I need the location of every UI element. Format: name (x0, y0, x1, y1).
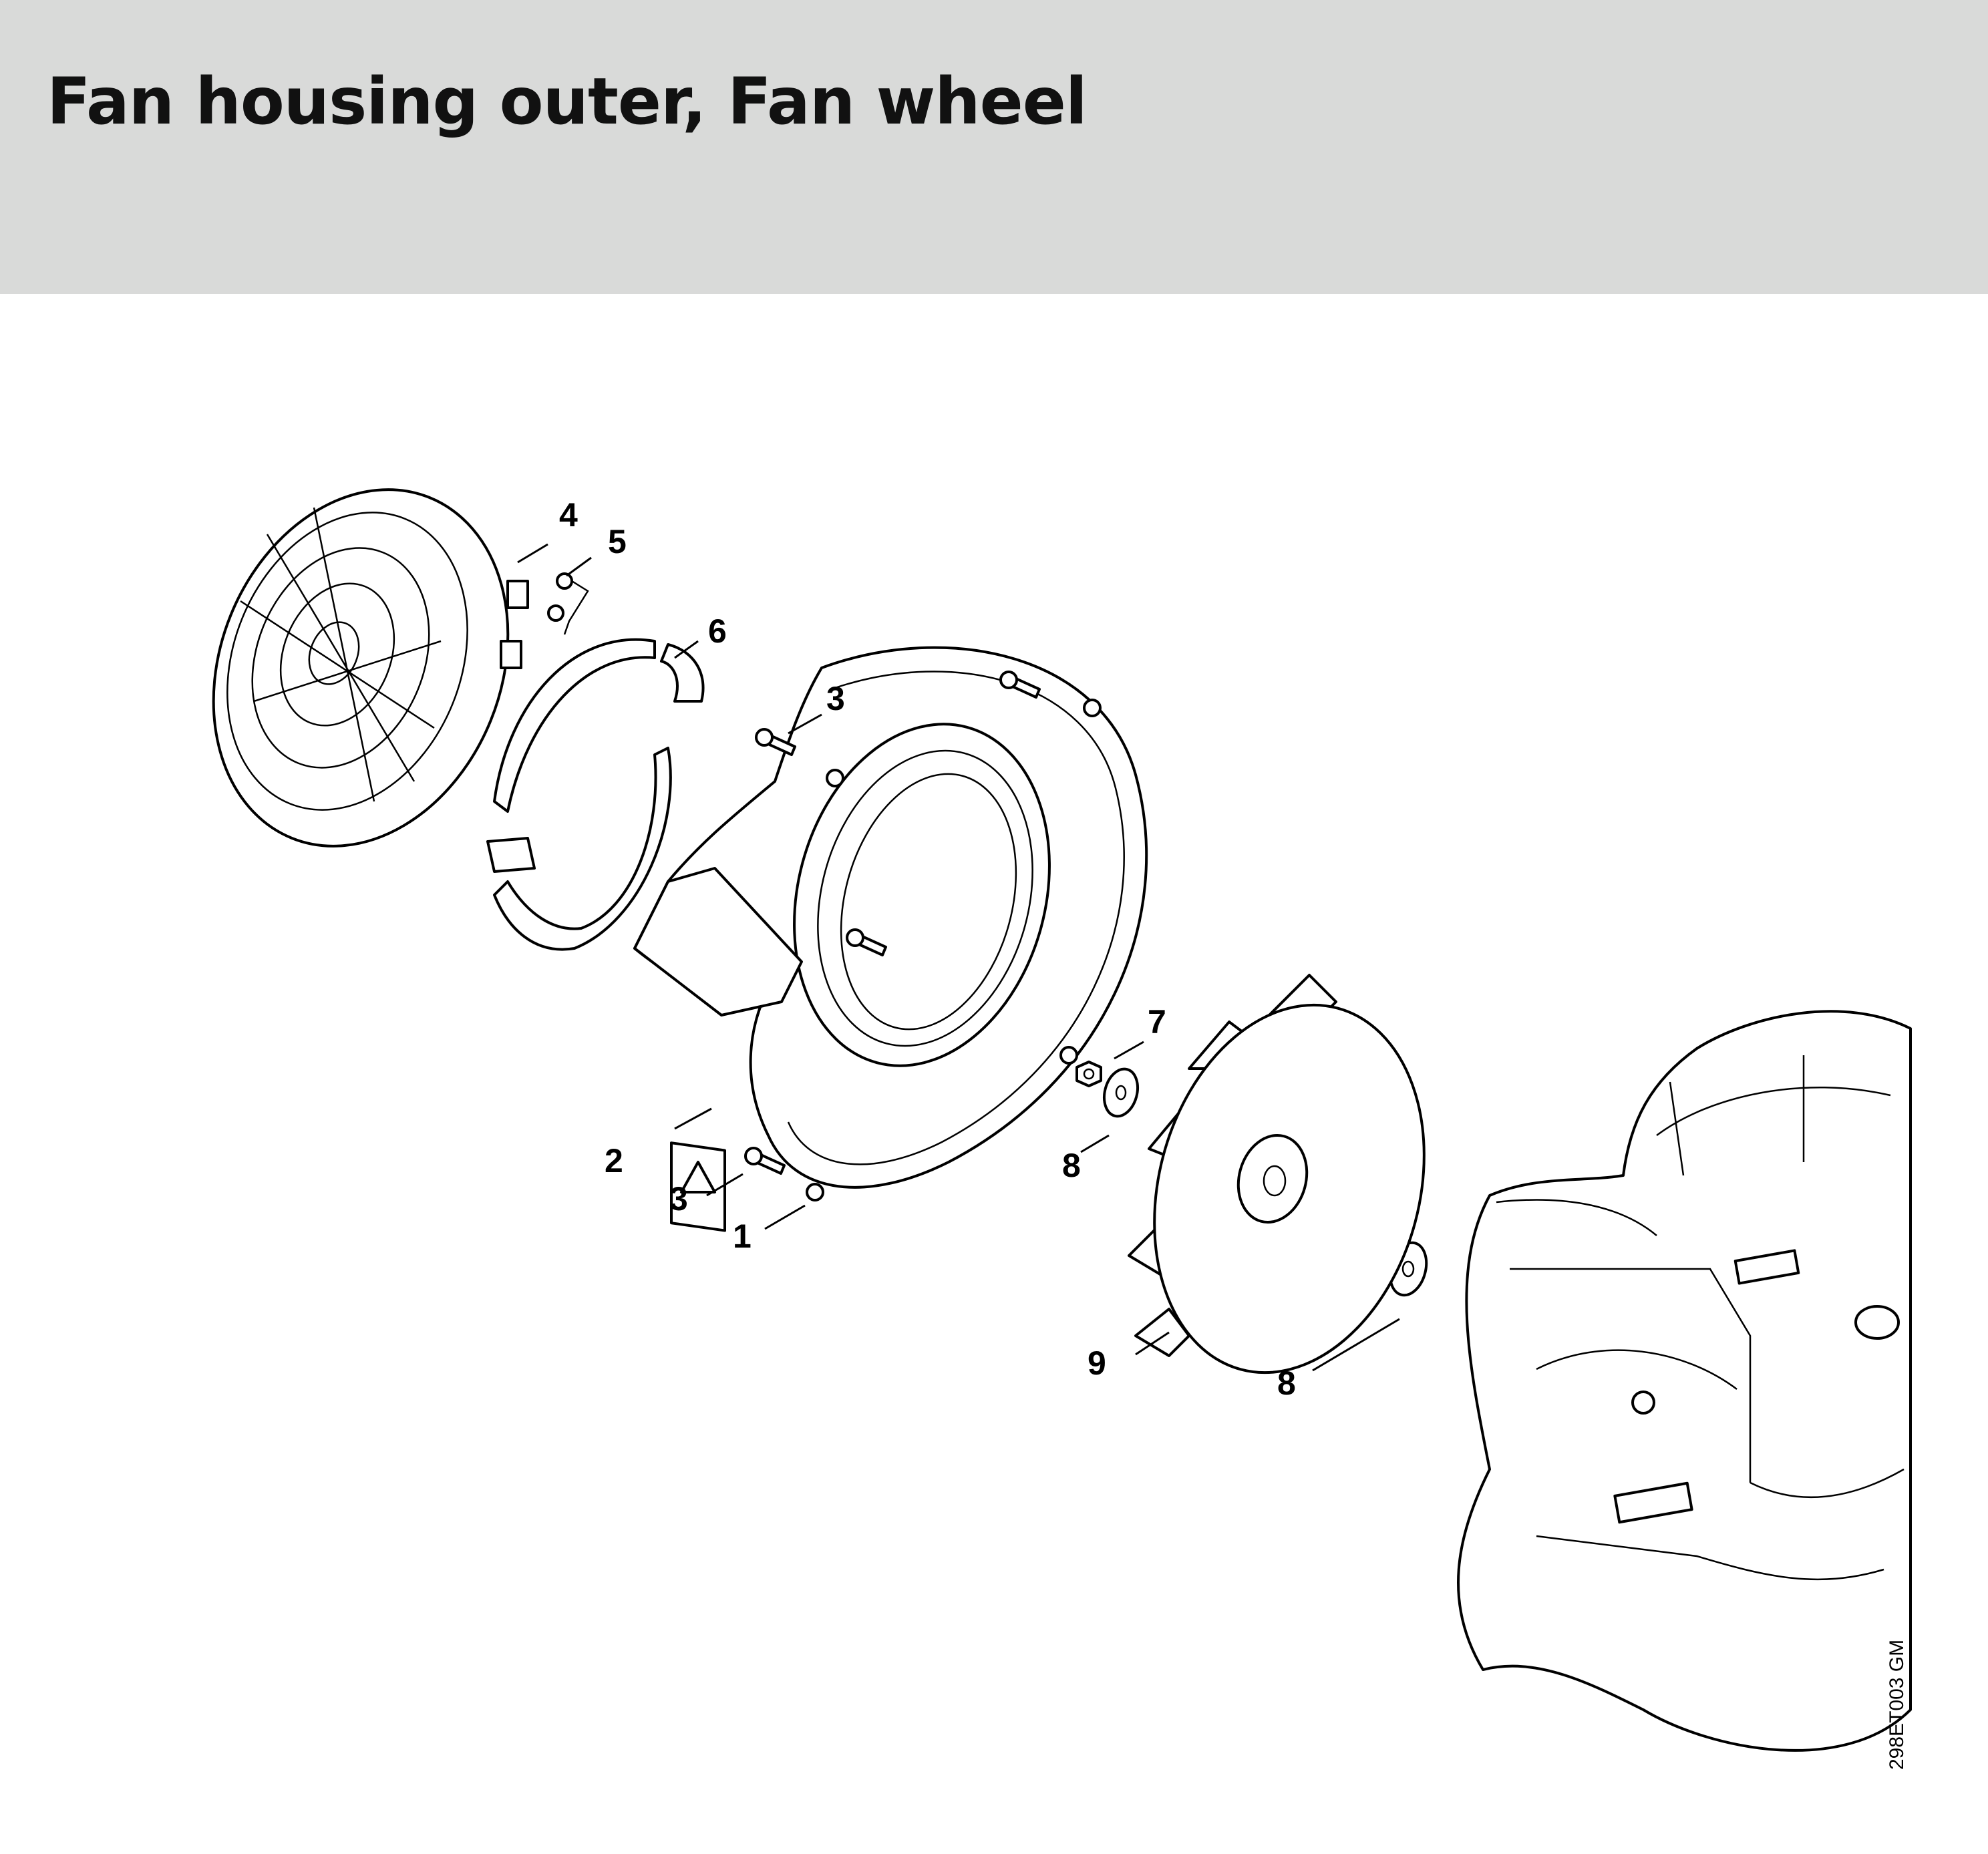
part-1-fan-housing (633, 646, 1148, 1201)
callout-8: 8 (1062, 1147, 1081, 1184)
page-title: Fan housing outer, Fan wheel (47, 64, 1088, 139)
callout-4: 4 (559, 496, 578, 534)
callout-2: 2 (605, 1142, 623, 1179)
part-2-warning-label (670, 1141, 726, 1232)
callout-8: 8 (1277, 1364, 1296, 1402)
callout-9: 9 (1088, 1344, 1106, 1382)
title-banner: Fan housing outer, Fan wheel (0, 0, 1988, 294)
part-3-screw (755, 728, 796, 756)
part-3-screw (744, 1147, 786, 1175)
callout-6: 6 (708, 612, 727, 650)
part-6-ring (486, 638, 705, 951)
part-9-fan-wheel (1128, 974, 1426, 1374)
drawing-code: 298ET003 GM (1886, 1640, 1908, 1770)
callout-3: 3 (669, 1180, 688, 1218)
part-7-nut (1075, 1061, 1102, 1087)
callout-3: 3 (826, 680, 845, 717)
engine-housing (1457, 1010, 1912, 1752)
part-5-spring (547, 572, 589, 635)
exploded-parts-diagram: 1 2 3 3 4 5 6 7 8 8 9 298ET003 GM (212, 488, 1912, 1770)
part-3-screw (999, 671, 1041, 699)
callout-1: 1 (733, 1218, 752, 1255)
callout-7: 7 (1148, 1003, 1166, 1041)
part-4-intake-cover (212, 488, 529, 848)
callout-5: 5 (608, 523, 627, 560)
part-3-screw (846, 928, 887, 956)
part-8-washer (1103, 1067, 1139, 1118)
leader-lines (517, 543, 1400, 1372)
callout-labels: 1 2 3 3 4 5 6 7 8 8 9 (559, 496, 1296, 1402)
